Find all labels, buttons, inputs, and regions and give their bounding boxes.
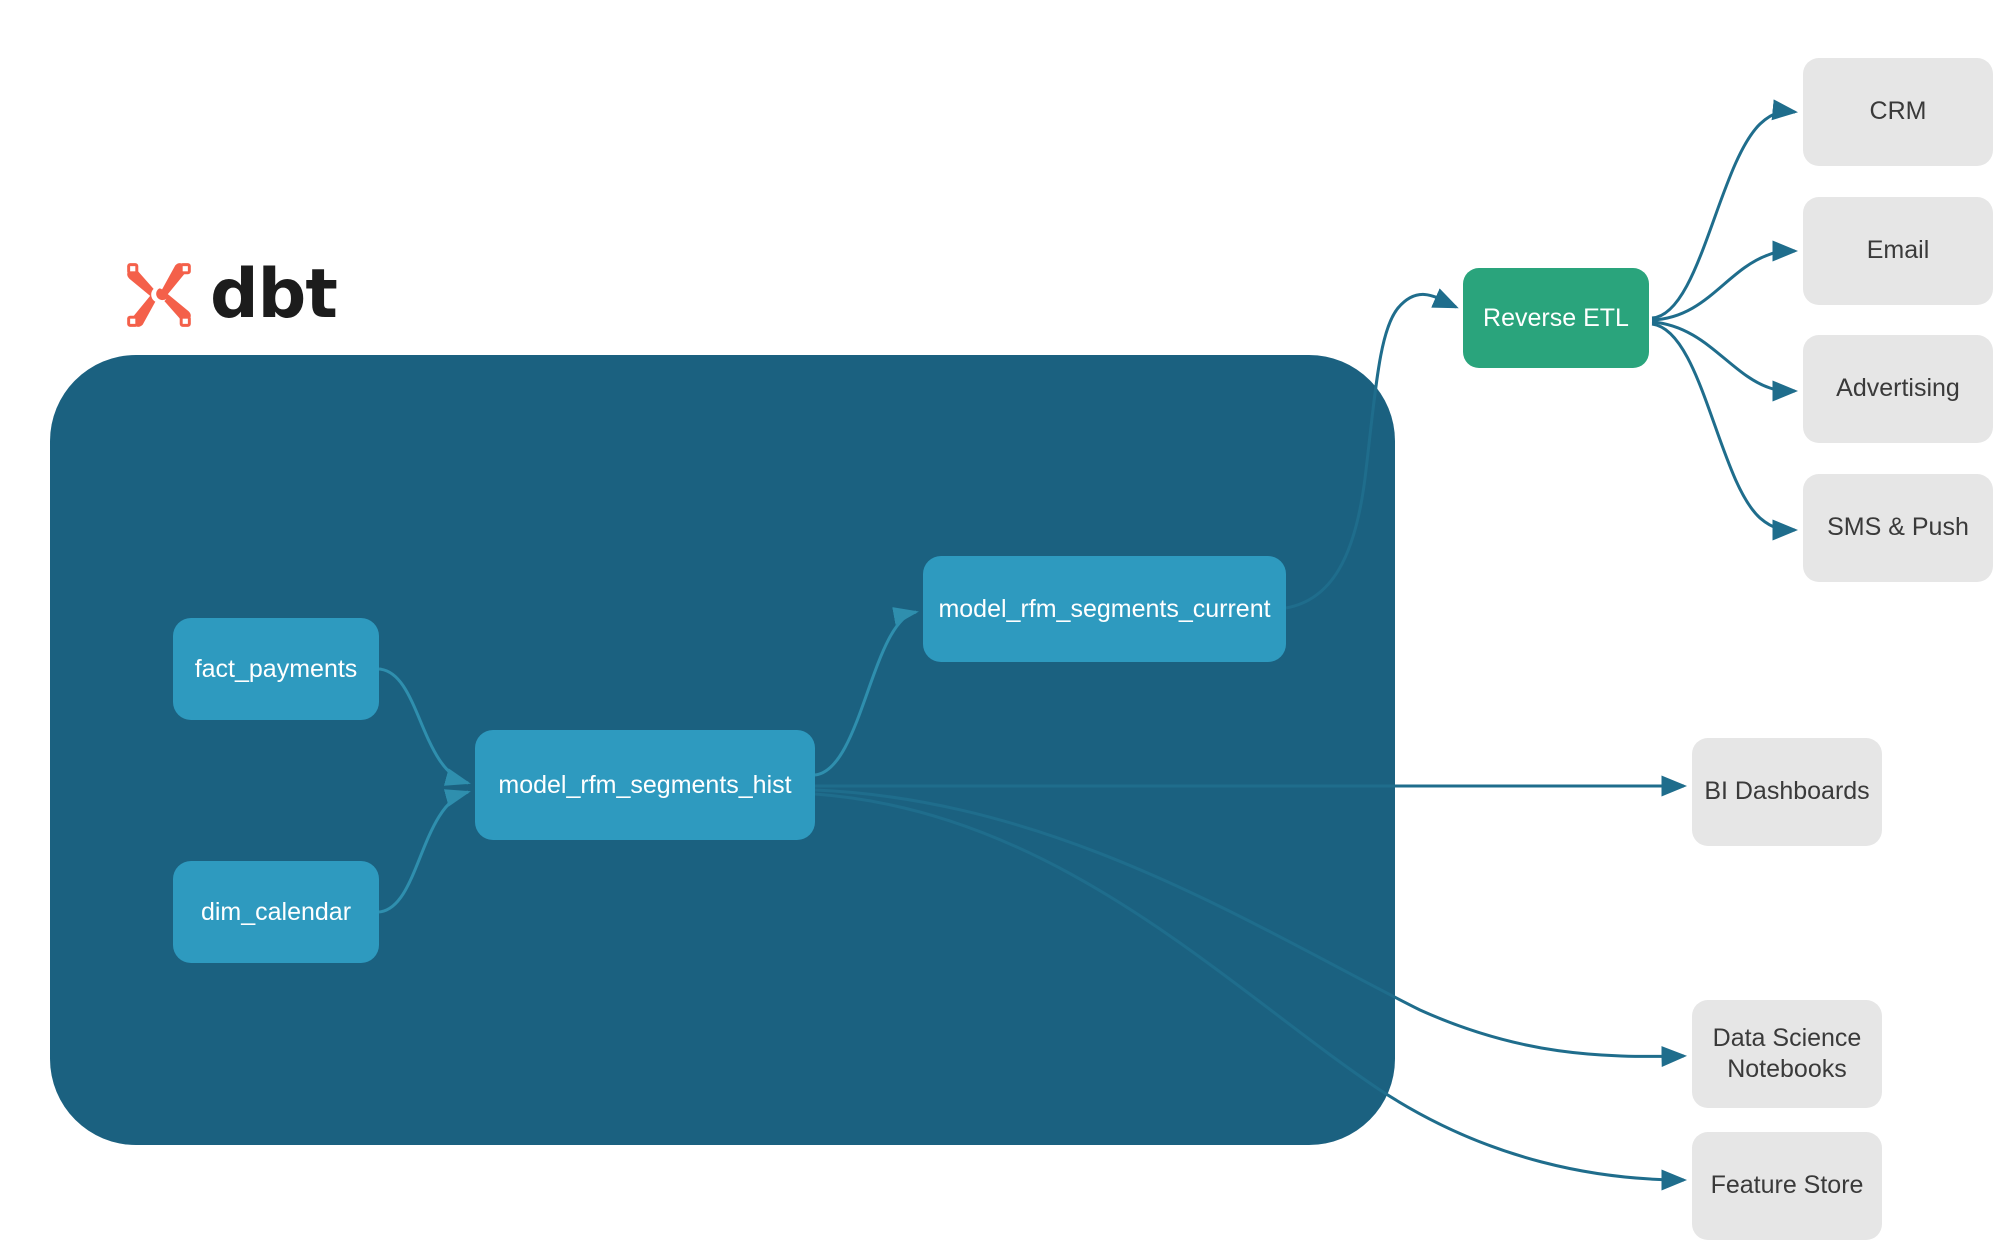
reverse-etl-label: Reverse ETL	[1483, 303, 1629, 332]
consumer-label: Data Science Notebooks	[1713, 1023, 1862, 1086]
model-node-label: dim_calendar	[200, 897, 352, 926]
channel-node-sms-push[interactable]: SMS & Push	[1803, 474, 1993, 582]
model-node-dim-calendar[interactable]: dim_calendar	[173, 861, 379, 963]
consumer-node-data-science-notebooks[interactable]: Data Science Notebooks	[1692, 1000, 1882, 1108]
dbt-logo-text: dbt	[210, 255, 338, 334]
reverse-etl-node[interactable]: Reverse ETL	[1463, 268, 1649, 368]
model-node-label: model_rfm_segments_hist	[498, 770, 792, 799]
consumer-label-line1: Data Science	[1712, 1023, 1862, 1052]
model-node-label: model_rfm_segments_current	[938, 594, 1271, 623]
edge-reverse-etl-to-sms-push	[1651, 322, 1798, 541]
consumer-label-line2: Notebooks	[1727, 1055, 1847, 1083]
channel-node-email[interactable]: Email	[1803, 197, 1993, 305]
consumer-node-bi-dashboards[interactable]: BI Dashboards	[1692, 738, 1882, 846]
model-node-model-rfm-segments-current[interactable]: model_rfm_segments_current	[923, 556, 1286, 662]
consumer-node-feature-store[interactable]: Feature Store	[1692, 1132, 1882, 1240]
channel-label: CRM	[1869, 97, 1927, 126]
dbt-logo-icon	[127, 263, 191, 327]
channel-node-crm[interactable]: CRM	[1803, 58, 1993, 166]
model-node-fact-payments[interactable]: fact_payments	[173, 618, 379, 720]
model-node-model-rfm-segments-hist[interactable]: model_rfm_segments_hist	[475, 730, 815, 840]
channel-label: Advertising	[1836, 374, 1960, 403]
channel-label: Email	[1866, 236, 1930, 265]
consumer-label: BI Dashboards	[1704, 777, 1870, 806]
dbt-logo: dbt	[122, 255, 338, 334]
edge-reverse-etl-to-email	[1651, 240, 1798, 322]
consumer-label: Feature Store	[1710, 1171, 1864, 1200]
channel-label: SMS & Push	[1827, 513, 1969, 542]
edge-reverse-etl-to-crm	[1651, 99, 1798, 320]
edge-reverse-etl-to-advertising	[1651, 320, 1798, 402]
edge-reverse-etl-fanout	[1651, 99, 1798, 541]
model-node-label: fact_payments	[194, 654, 358, 683]
channel-node-advertising[interactable]: Advertising	[1803, 335, 1993, 443]
